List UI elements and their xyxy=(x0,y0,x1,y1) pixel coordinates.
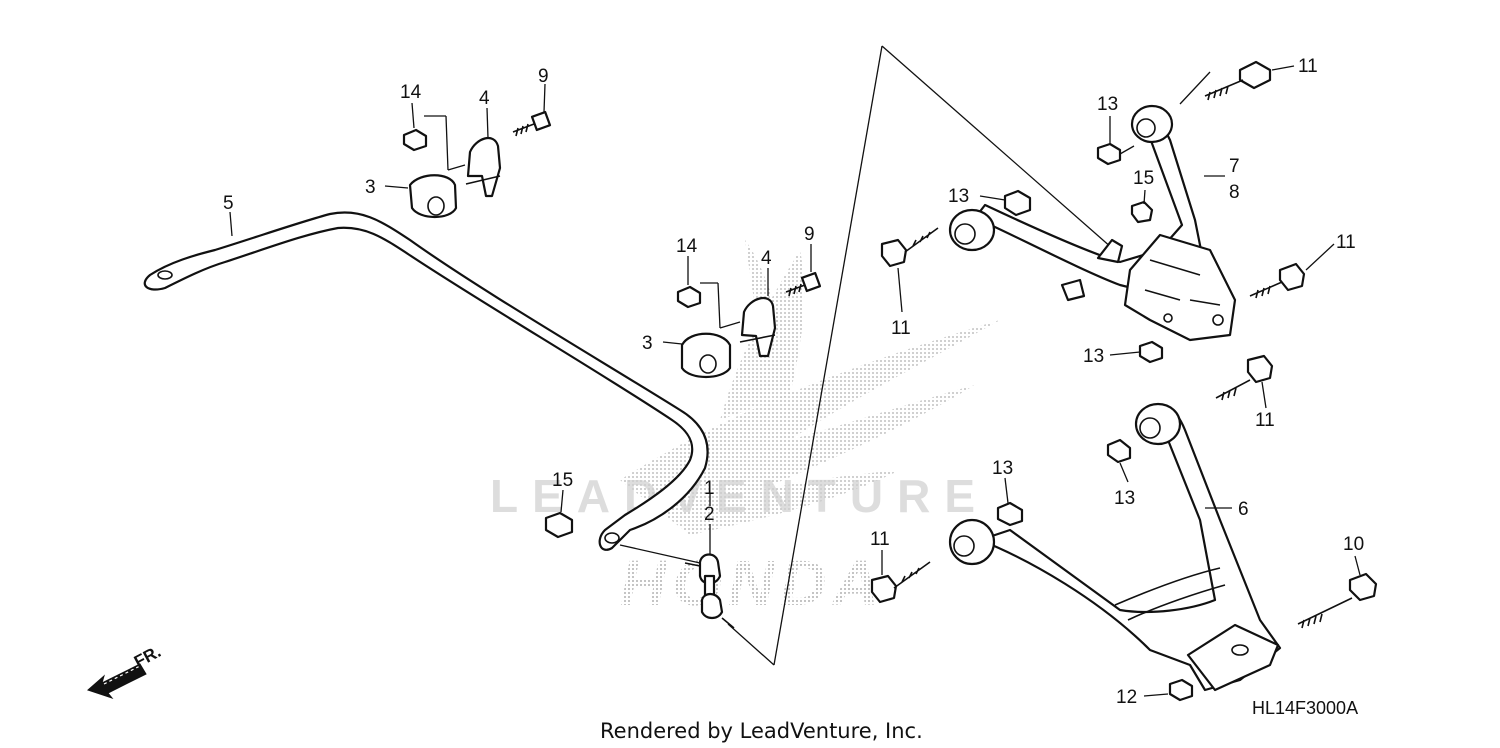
stabilizer-bar xyxy=(143,211,709,551)
label-part-4b: 4 xyxy=(761,248,772,269)
label-part-11a: 11 xyxy=(1298,56,1318,77)
label-part-11e: 11 xyxy=(870,529,890,550)
label-part-3a: 3 xyxy=(365,177,376,198)
label-part-11b: 11 xyxy=(1336,232,1356,253)
label-part-13a: 13 xyxy=(1097,94,1118,115)
label-part-13c: 13 xyxy=(1083,346,1104,367)
label-part-15b: 15 xyxy=(1133,168,1154,189)
label-part-4a: 4 xyxy=(479,88,490,109)
label-part-6: 6 xyxy=(1238,499,1249,520)
label-part-11d: 11 xyxy=(1255,410,1275,431)
watermark-logo-text: HONDA xyxy=(620,547,885,619)
bushing-group-lower xyxy=(676,271,822,379)
label-part-13b: 13 xyxy=(948,186,969,207)
label-part-10: 10 xyxy=(1343,534,1364,555)
label-part-14a: 14 xyxy=(400,82,422,103)
label-part-1: 1 xyxy=(704,478,715,499)
label-part-5: 5 xyxy=(223,193,234,214)
label-part-15a: 15 xyxy=(552,470,573,491)
stabilizer-link xyxy=(619,544,735,629)
lower-arm xyxy=(948,402,1282,692)
bushing-group-upper xyxy=(402,110,552,219)
callout-lines xyxy=(727,45,1113,666)
label-part-7: 7 xyxy=(1229,156,1240,177)
label-part-2: 2 xyxy=(704,504,715,525)
diagram-code: HL14F3000A xyxy=(1252,698,1358,718)
nuts xyxy=(544,142,1194,702)
part-labels: 5 3 14 4 9 14 4 9 3 15 1 2 11 13 7 8 15 … xyxy=(223,56,1364,708)
label-part-12: 12 xyxy=(1116,687,1137,708)
label-part-3b: 3 xyxy=(642,333,653,354)
label-part-14b: 14 xyxy=(676,236,698,257)
upper-arm xyxy=(948,104,1237,342)
bolts xyxy=(870,60,1378,629)
label-part-13e: 13 xyxy=(992,458,1013,479)
watermark: LEADVENTURE HONDA xyxy=(490,240,1000,619)
label-part-9a: 9 xyxy=(538,66,549,87)
front-arrow-icon xyxy=(87,663,147,700)
label-part-9b: 9 xyxy=(804,224,815,245)
watermark-brand: LEADVENTURE xyxy=(490,470,989,522)
label-part-11c: 11 xyxy=(891,318,911,339)
label-part-13d: 13 xyxy=(1114,488,1135,509)
label-part-8: 8 xyxy=(1229,182,1240,203)
front-direction-indicator: FR. xyxy=(87,642,164,700)
leader-lines xyxy=(229,65,1361,697)
footer-credit: Rendered by LeadVenture, Inc. xyxy=(600,719,923,743)
